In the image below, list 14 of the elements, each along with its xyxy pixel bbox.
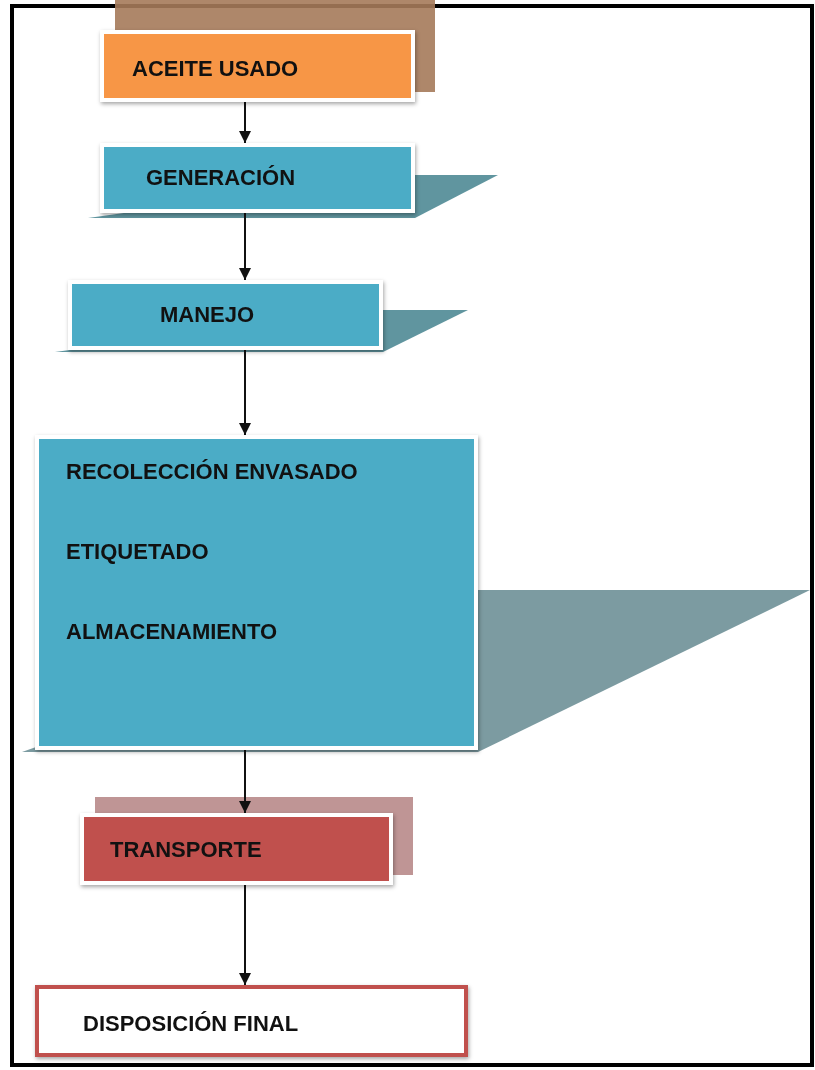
step-label: ETIQUETADO — [66, 539, 209, 565]
arrow — [239, 349, 251, 436]
arrow — [239, 749, 251, 814]
step-label: GENERACIÓN — [146, 165, 296, 191]
arrow — [239, 212, 251, 281]
step-label: DISPOSICIÓN FINAL — [83, 1011, 299, 1037]
arrow — [239, 884, 251, 986]
process-box — [35, 985, 468, 1057]
arrow — [239, 101, 251, 144]
step-label: ALMACENAMIENTO — [66, 619, 278, 645]
step-label: ACEITE USADO — [132, 56, 299, 82]
step-label: RECOLECCIÓN ENVASADO — [66, 459, 358, 485]
step-label: TRANSPORTE — [110, 837, 262, 863]
step-label: MANEJO — [160, 302, 255, 328]
